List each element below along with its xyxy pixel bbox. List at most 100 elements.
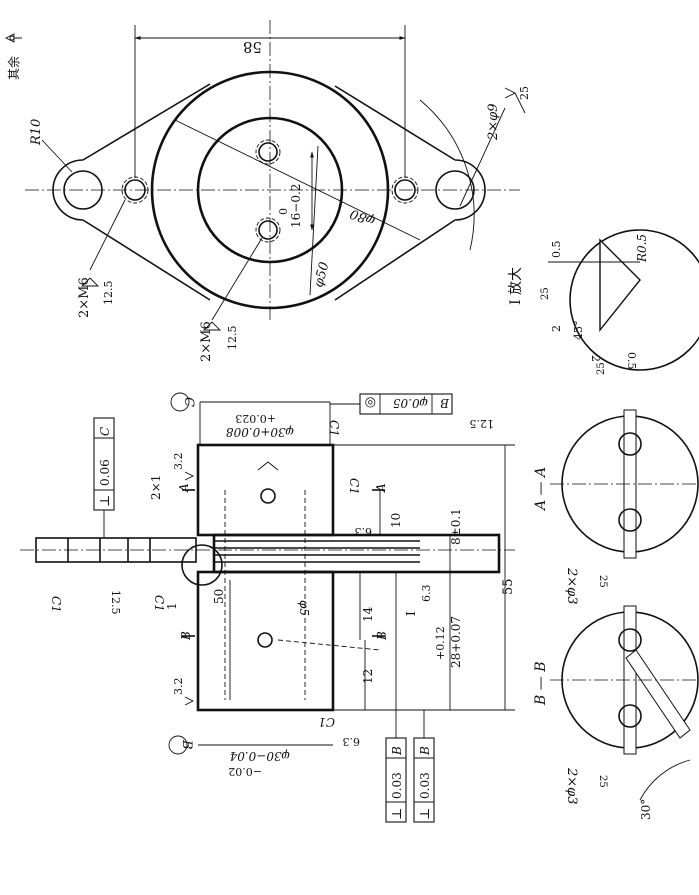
- dim-12: 12: [361, 669, 375, 684]
- section-AA: A — A 2×φ3 25: [533, 409, 699, 605]
- section-BB-rough: 25: [597, 775, 608, 788]
- dim-28: 28+0.07: [449, 616, 463, 668]
- dim-phi30-top: φ30+0.008: [226, 425, 294, 439]
- dim-50: 50: [212, 589, 226, 604]
- oblique-hole-hidden: [277, 639, 381, 651]
- flange-outline: [52, 83, 486, 301]
- detail-I-circle: [569, 229, 699, 371]
- section-AA-title: A — A: [533, 467, 549, 512]
- label-A2: A: [374, 483, 388, 493]
- boss-tap-lower-thread: [255, 217, 281, 243]
- hole-2xphi9: 2×φ9: [486, 103, 501, 141]
- top-view: 58 R10 0 16−0.2 φ80 φ50 2×φ9 25 2×M6 12.…: [4, 20, 531, 362]
- arc-right: [419, 99, 475, 251]
- detail-rough-25: 25: [540, 287, 551, 300]
- dim-2a: 2: [550, 325, 563, 332]
- label-A1: A: [177, 483, 191, 493]
- cross-hole-upper: [260, 488, 276, 504]
- dim-58: 58: [243, 38, 262, 56]
- dim-05-bottom: 0.5: [625, 352, 638, 370]
- rough-sym-M6-top: [80, 277, 100, 287]
- flange-section-hatch: [35, 537, 197, 563]
- section-BB-angle-arc: [639, 759, 691, 801]
- outer-circle-phi80: [150, 70, 390, 310]
- detail-I-groove: [599, 238, 641, 332]
- section-BB-holes: 2×φ3: [564, 767, 579, 805]
- dim-16-upper: 0: [277, 208, 290, 215]
- section-BB-hole1: [618, 628, 642, 652]
- tap-top: 2×M6: [77, 277, 92, 318]
- fcf-coax-ref: B: [440, 396, 450, 410]
- fcf-perp2-sym: ⊥: [390, 808, 405, 820]
- section-BB-title: B — B: [533, 662, 549, 706]
- ear-hole-left: [63, 170, 103, 210]
- detail-I: I 放大 0.5 R0.5 25 2 45° 2 0.5 25: [508, 229, 699, 375]
- section-AA-holes: 2×φ3: [564, 567, 579, 605]
- chamfer-2x1: 2×1: [149, 475, 163, 500]
- ball-detail: [181, 544, 223, 586]
- detail-I-title: I 放大: [508, 267, 524, 305]
- leader-phi50: [309, 145, 319, 296]
- fcf-perp-tol: 0.06: [98, 459, 112, 486]
- datum-C-circle: [170, 392, 190, 412]
- fcf-perp-sym: ⊥: [98, 495, 113, 507]
- leader-2xphi9: [459, 107, 506, 207]
- rough-sym-M6-bottom: [202, 321, 222, 331]
- section-AA-rough: 25: [597, 575, 608, 588]
- fcf-perp2: ⊥ 0.03 B: [385, 572, 407, 823]
- section-view: C B +0.023 φ30+0.008 ◎ φ0.05 B C1 C1 C1 …: [20, 392, 516, 823]
- leader-phi80: [174, 119, 421, 241]
- dim-phi80: φ80: [348, 205, 377, 228]
- rough-2xphi9: 25: [518, 86, 531, 100]
- rough-sym-32b: [184, 696, 195, 706]
- dim-55: 55: [501, 578, 516, 595]
- tap-top-rough: 12.5: [102, 281, 115, 306]
- rough-63c: 6.3: [343, 735, 361, 748]
- dim-phi30-top-upper: +0.023: [235, 412, 276, 425]
- other-rough-circle: [9, 35, 15, 41]
- fcf-perp2-ref: B: [390, 746, 404, 756]
- leader-R10: [41, 139, 73, 173]
- chamfer-c1-d: C1: [152, 595, 166, 612]
- fcf-perp3-ref: B: [418, 746, 432, 756]
- chamfer-c1-e: C1: [318, 715, 335, 729]
- chamfer-c1-a: C1: [327, 420, 341, 437]
- dim-16: 16−0.2: [289, 184, 303, 228]
- dim-R05: R0.5: [635, 234, 649, 263]
- tap-hole-right: [394, 179, 416, 201]
- fcf-perp3-sym: ⊥: [418, 808, 433, 820]
- chamfer-c1-b: C1: [347, 478, 361, 495]
- dim-28-upper: +0.12: [434, 626, 447, 660]
- section-AA-hole1: [618, 432, 642, 456]
- boss-tap-upper-thread: [255, 139, 281, 165]
- other-rough-label: 其余: [6, 56, 21, 80]
- fcf-coax-tol: φ0.05: [393, 396, 428, 410]
- section-AA-hole2: [618, 508, 642, 532]
- boss-circle-phi50: [196, 116, 344, 264]
- datum-C: C: [181, 397, 196, 407]
- rough-63b: 6.3: [420, 585, 433, 603]
- tap-bottom-rough: 12.5: [226, 326, 239, 351]
- cross-hole-lower: [257, 632, 273, 648]
- flange-disk: [212, 533, 501, 574]
- section-BB-angle: 30°: [639, 799, 653, 820]
- section-BB-oblique: [625, 649, 691, 739]
- dim-phi50: φ50: [311, 260, 332, 289]
- section-BB-hole2: [618, 704, 642, 728]
- dim-10: 10: [389, 513, 403, 528]
- chamfer-c1-c: C1: [49, 596, 63, 613]
- boss-tap-lower: [258, 220, 278, 240]
- rough-63a: 6.3: [355, 525, 373, 538]
- fcf-perp3: ⊥ 0.03 B: [413, 710, 435, 823]
- fcf-perp2-tol: 0.03: [390, 772, 404, 799]
- rough-125b: 12.5: [109, 590, 122, 615]
- dim-05-top: 0.5: [550, 241, 563, 259]
- ear-hole-right: [435, 170, 475, 210]
- dim-8: 8±0.1: [449, 508, 463, 545]
- datum-B: B: [179, 739, 194, 750]
- rough-32b: 3.2: [172, 678, 185, 696]
- rough-32a: 3.2: [172, 453, 185, 471]
- dim-R10: R10: [29, 119, 44, 146]
- drill-tip-upper: [257, 461, 279, 471]
